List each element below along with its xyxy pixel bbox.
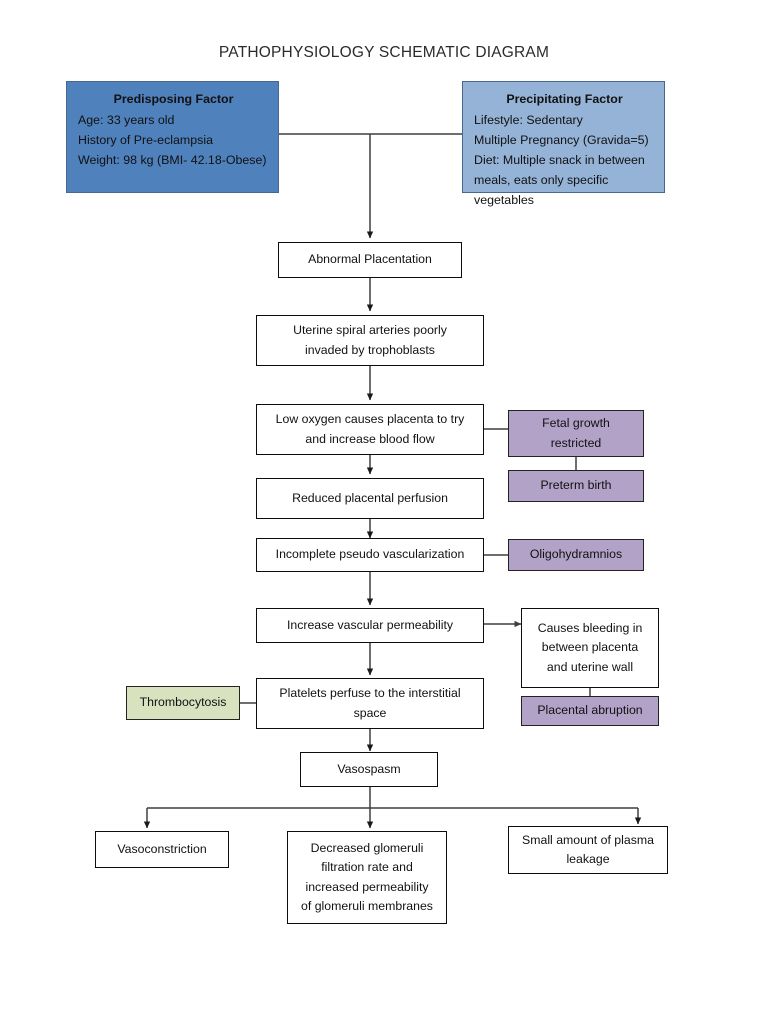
- node-platelets-perfuse-line-2: space: [353, 705, 387, 720]
- node-increase-vascular-permeability: Increase vascular permeability: [256, 608, 484, 643]
- node-incomplete-pseudo-vascularization: Incomplete pseudo vascularization: [256, 538, 484, 572]
- node-increase-vascular-permeability-line-1: Increase vascular permeability: [286, 617, 454, 632]
- precipitating-factor-box: Precipitating Factor Lifestyle: Sedentar…: [462, 81, 665, 207]
- precipitating-factor-line-2: Multiple Pregnancy (Gravida=5): [474, 133, 649, 148]
- node-uterine-spiral-arteries-line-1: Uterine spiral arteries poorly: [293, 323, 447, 338]
- node-reduced-placental-perfusion-line-1: Reduced placental perfusion: [292, 490, 448, 505]
- precipitating-factor-heading: Precipitating Factor: [506, 92, 623, 106]
- node-vasoconstriction: Vasoconstriction: [95, 831, 229, 868]
- node-oligohydramnios: Oligohydramnios: [508, 539, 644, 571]
- node-thrombocytosis: Thrombocytosis: [126, 686, 240, 720]
- predisposing-factor-line-2: History of Pre-eclampsia: [78, 133, 213, 148]
- node-causes-bleeding-line-2: between placenta: [541, 640, 639, 655]
- node-uterine-spiral-arteries-line-2: invaded by trophoblasts: [305, 342, 435, 357]
- node-low-oxygen-line-1: Low oxygen causes placenta to try: [275, 412, 465, 427]
- node-vasospasm: Vasospasm: [300, 752, 438, 787]
- node-low-oxygen: Low oxygen causes placenta to try and in…: [256, 404, 484, 455]
- node-fetal-growth-restricted-line-1: Fetal growth: [542, 416, 610, 431]
- node-platelets-perfuse-line-1: Platelets perfuse to the interstitial: [279, 686, 461, 701]
- precipitating-factor-line-5: vegetables: [474, 193, 534, 208]
- node-plasma-leakage-line-2: leakage: [566, 852, 610, 866]
- node-oligohydramnios-line-1: Oligohydramnios: [529, 547, 623, 562]
- node-placental-abruption: Placental abruption: [521, 696, 659, 726]
- node-uterine-spiral-arteries: Uterine spiral arteries poorly invaded b…: [256, 315, 484, 366]
- page-title: PATHOPHYSIOLOGY SCHEMATIC DIAGRAM: [218, 44, 550, 61]
- node-incomplete-pseudo-vascularization-line-1: Incomplete pseudo vascularization: [275, 547, 465, 562]
- node-thrombocytosis-line-1: Thrombocytosis: [139, 695, 227, 710]
- precipitating-factor-line-4: meals, eats only specific: [474, 173, 609, 188]
- node-causes-bleeding: Causes bleeding in between placenta and …: [521, 608, 659, 688]
- node-fetal-growth-restricted: Fetal growth restricted: [508, 410, 644, 457]
- node-plasma-leakage: Small amount of plasma leakage: [508, 826, 668, 874]
- node-abnormal-placentation-line-1: Abnormal Placentation: [308, 252, 432, 267]
- node-decreased-gfr: Decreased glomeruli filtration rate and …: [287, 831, 447, 924]
- node-decreased-gfr-line-2: filtration rate and: [321, 860, 413, 875]
- node-preterm-birth: Preterm birth: [508, 470, 644, 502]
- predisposing-factor-line-1: Age: 33 years old: [78, 113, 175, 128]
- precipitating-factor-line-1: Lifestyle: Sedentary: [474, 113, 583, 128]
- node-causes-bleeding-line-3: and uterine wall: [546, 659, 634, 674]
- precipitating-factor-line-3: Diet: Multiple snack in between: [474, 153, 645, 168]
- node-abnormal-placentation: Abnormal Placentation: [278, 242, 462, 278]
- node-decreased-gfr-line-3: increased permeability: [305, 879, 429, 894]
- node-plasma-leakage-line-1: Small amount of plasma: [522, 832, 654, 847]
- node-low-oxygen-line-2: and increase blood flow: [305, 431, 435, 446]
- node-fetal-growth-restricted-line-2: restricted: [550, 435, 602, 450]
- node-preterm-birth-line-1: Preterm birth: [540, 478, 612, 493]
- predisposing-factor-line-3: Weight: 98 kg (BMI- 42.18-Obese): [78, 153, 267, 168]
- predisposing-factor-heading: Predisposing Factor: [113, 92, 234, 106]
- node-reduced-placental-perfusion: Reduced placental perfusion: [256, 478, 484, 519]
- node-decreased-gfr-line-4: of glomeruli membranes: [301, 898, 433, 913]
- node-decreased-gfr-line-1: Decreased glomeruli: [310, 841, 424, 856]
- predisposing-factor-box: Predisposing Factor Age: 33 years old Hi…: [66, 81, 279, 193]
- node-vasoconstriction-line-1: Vasoconstriction: [117, 841, 207, 856]
- node-placental-abruption-line-1: Placental abruption: [537, 703, 643, 718]
- node-vasospasm-line-1: Vasospasm: [337, 761, 401, 776]
- node-causes-bleeding-line-1: Causes bleeding in: [537, 621, 643, 636]
- node-platelets-perfuse: Platelets perfuse to the interstitial sp…: [256, 678, 484, 729]
